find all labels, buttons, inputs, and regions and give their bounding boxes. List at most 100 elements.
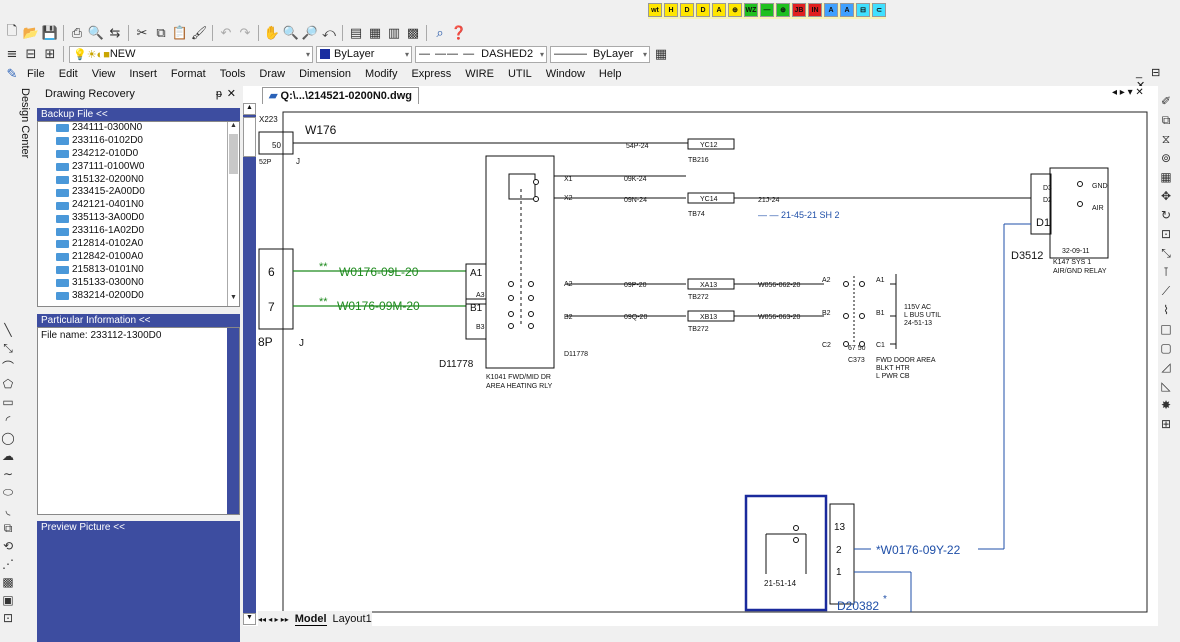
menu-draw[interactable]: Draw bbox=[259, 68, 286, 80]
wire-tool-button[interactable]: JB bbox=[792, 3, 806, 17]
break-at-point-icon[interactable]: □ bbox=[1160, 322, 1172, 336]
close-icon[interactable]: ✕ bbox=[226, 88, 236, 100]
extend-icon[interactable]: ⟋ bbox=[1161, 283, 1171, 298]
pan-icon[interactable]: ✋ bbox=[263, 25, 281, 41]
list-item[interactable]: 315133-0300N0 bbox=[38, 277, 239, 290]
make-block-icon[interactable]: ⟲ bbox=[2, 539, 14, 553]
mirror-icon[interactable]: ⧖ bbox=[1161, 131, 1171, 146]
tab-layout1[interactable]: Layout1 bbox=[332, 613, 372, 625]
wire-tool-button[interactable]: D bbox=[680, 3, 694, 17]
wire-tool-button[interactable]: H bbox=[664, 3, 678, 17]
lineweight-combo[interactable]: ——— ByLayer ▾ bbox=[550, 45, 650, 63]
properties-icon[interactable]: ▤ bbox=[349, 25, 363, 41]
scroll-up-icon[interactable]: ▲ bbox=[243, 103, 256, 115]
wire-tool-button[interactable]: ⊟ bbox=[856, 3, 870, 17]
list-item[interactable]: 234212-010D0 bbox=[38, 148, 239, 161]
scroll-up-icon[interactable]: ▲ bbox=[230, 122, 237, 129]
info-scrollbar[interactable] bbox=[227, 328, 239, 514]
copy-icon[interactable]: ⧉ bbox=[156, 25, 166, 41]
search-icon[interactable]: ⌕ bbox=[436, 25, 444, 41]
erase-icon[interactable]: ✐ bbox=[1160, 94, 1172, 108]
circle-icon[interactable]: ◯ bbox=[1, 431, 15, 445]
document-nav-controls[interactable]: ◂ ▸ ▾ ✕ bbox=[1112, 87, 1144, 98]
line-icon[interactable]: ╲ bbox=[4, 323, 12, 337]
undo-icon[interactable]: ↶ bbox=[220, 25, 232, 41]
publish-icon[interactable]: ⇆ bbox=[109, 25, 121, 41]
app-logo-icon[interactable]: ✎ bbox=[6, 67, 18, 82]
list-item[interactable]: 212842-0100A0 bbox=[38, 251, 239, 264]
menu-wire[interactable]: WIRE bbox=[465, 68, 494, 80]
tool-palette-icon[interactable]: ▥ bbox=[387, 25, 401, 41]
scroll-down-icon[interactable]: ▼ bbox=[230, 294, 237, 301]
wire-tool-button[interactable]: — bbox=[760, 3, 774, 17]
wire-tool-button[interactable]: ⊂ bbox=[872, 3, 886, 17]
menu-modify[interactable]: Modify bbox=[365, 68, 398, 80]
hatch-icon[interactable]: ▩ bbox=[2, 575, 14, 589]
zoom-previous-icon[interactable]: ⤺ bbox=[322, 25, 336, 41]
scroll-thumb[interactable] bbox=[229, 134, 238, 174]
match-properties-icon[interactable]: 🖌 bbox=[190, 25, 208, 41]
list-item[interactable]: 233116-0102D0 bbox=[38, 135, 239, 148]
print-preview-icon[interactable]: 🔍 bbox=[87, 25, 105, 41]
insert-block-icon[interactable]: ⧉ bbox=[3, 520, 13, 535]
list-item[interactable]: 242121-0401N0 bbox=[38, 199, 239, 212]
rotate-icon[interactable]: ↻ bbox=[1160, 208, 1172, 222]
menu-view[interactable]: View bbox=[91, 68, 116, 80]
fillet-icon[interactable]: ◺ bbox=[1161, 379, 1171, 393]
break-icon[interactable]: ⌇ bbox=[1163, 303, 1169, 317]
menu-help[interactable]: Help bbox=[598, 68, 622, 80]
wire-tool-button[interactable]: A bbox=[712, 3, 726, 17]
layer-manager-icon[interactable]: ≡ bbox=[6, 46, 18, 62]
tab-model[interactable]: Model bbox=[294, 612, 327, 626]
list-item[interactable]: 315132-0200N0 bbox=[38, 174, 239, 187]
table-icon[interactable]: ⊡ bbox=[2, 611, 14, 625]
drawing-vertical-scrollbar[interactable]: ▲ ▼ bbox=[243, 103, 256, 625]
spline-icon[interactable]: ∼ bbox=[2, 467, 14, 481]
backup-file-header[interactable]: Backup File << bbox=[37, 108, 240, 121]
list-item[interactable]: 212814-0102A0 bbox=[38, 238, 239, 251]
rectangle-icon[interactable]: ▭ bbox=[2, 395, 14, 409]
menu-util[interactable]: UTIL bbox=[507, 68, 532, 80]
scroll-down-icon[interactable]: ▼ bbox=[243, 613, 256, 625]
redo-icon[interactable]: ↷ bbox=[239, 25, 251, 41]
stretch-icon[interactable]: ⤡ bbox=[1161, 245, 1171, 260]
copy-object-icon[interactable]: ⧉ bbox=[1161, 112, 1171, 127]
ellipse-arc-icon[interactable]: ◟ bbox=[5, 503, 11, 517]
calculator-icon[interactable]: ▩ bbox=[406, 25, 420, 41]
list-scrollbar[interactable]: ▲ ▼ bbox=[227, 122, 239, 306]
menu-window[interactable]: Window bbox=[545, 68, 585, 80]
wire-tool-button[interactable]: WZ bbox=[744, 3, 758, 17]
point-icon[interactable]: ⋰ bbox=[2, 557, 14, 571]
revcloud-icon[interactable]: ☁ bbox=[2, 449, 14, 463]
zoom-window-icon[interactable]: 🔎 bbox=[301, 25, 319, 41]
layout-nav-arrows[interactable]: ◂◂ ◂ ▸ ▸▸ bbox=[258, 614, 289, 624]
menu-insert[interactable]: Insert bbox=[129, 68, 157, 80]
design-center-icon[interactable]: ▦ bbox=[368, 25, 382, 41]
menu-dimension[interactable]: Dimension bbox=[299, 68, 352, 80]
menu-edit[interactable]: Edit bbox=[58, 68, 78, 80]
menu-tools[interactable]: Tools bbox=[219, 68, 246, 80]
linetype-combo[interactable]: — —— — DASHED2 ▾ bbox=[415, 45, 547, 63]
pin-icon[interactable]: ᵽ bbox=[215, 88, 222, 100]
layer-state-icon[interactable]: ⊟ bbox=[25, 46, 37, 62]
scale-icon[interactable]: ⊡ bbox=[1160, 227, 1172, 241]
new-file-icon[interactable]: 🗋 bbox=[6, 24, 18, 39]
preview-picture-header[interactable]: Preview Picture << bbox=[37, 521, 240, 534]
wire-tool-button[interactable]: A bbox=[824, 3, 838, 17]
drawing-area[interactable] bbox=[243, 86, 1158, 626]
plot-style-icon[interactable]: ▦ bbox=[654, 46, 668, 62]
properties-icon[interactable]: ⊞ bbox=[1160, 417, 1172, 431]
move-icon[interactable]: ✥ bbox=[1160, 189, 1172, 203]
region-icon[interactable]: ▣ bbox=[2, 593, 14, 607]
list-item[interactable]: 237111-0100W0 bbox=[38, 161, 239, 174]
list-item[interactable]: 383214-0200D0 bbox=[38, 290, 239, 303]
scroll-thumb[interactable] bbox=[243, 117, 256, 157]
polygon-icon[interactable]: ⬠ bbox=[2, 377, 14, 391]
print-icon[interactable]: ⎙ bbox=[71, 25, 83, 41]
chamfer-icon[interactable]: ◿ bbox=[1161, 360, 1171, 374]
layer-previous-icon[interactable]: ⊞ bbox=[44, 46, 56, 62]
list-item[interactable]: 234111-0300N0 bbox=[38, 122, 239, 135]
wire-tool-button[interactable]: ⊕ bbox=[728, 3, 742, 17]
wire-tool-button[interactable]: ⊕ bbox=[776, 3, 790, 17]
design-center-tab[interactable]: Design Center bbox=[19, 88, 31, 159]
